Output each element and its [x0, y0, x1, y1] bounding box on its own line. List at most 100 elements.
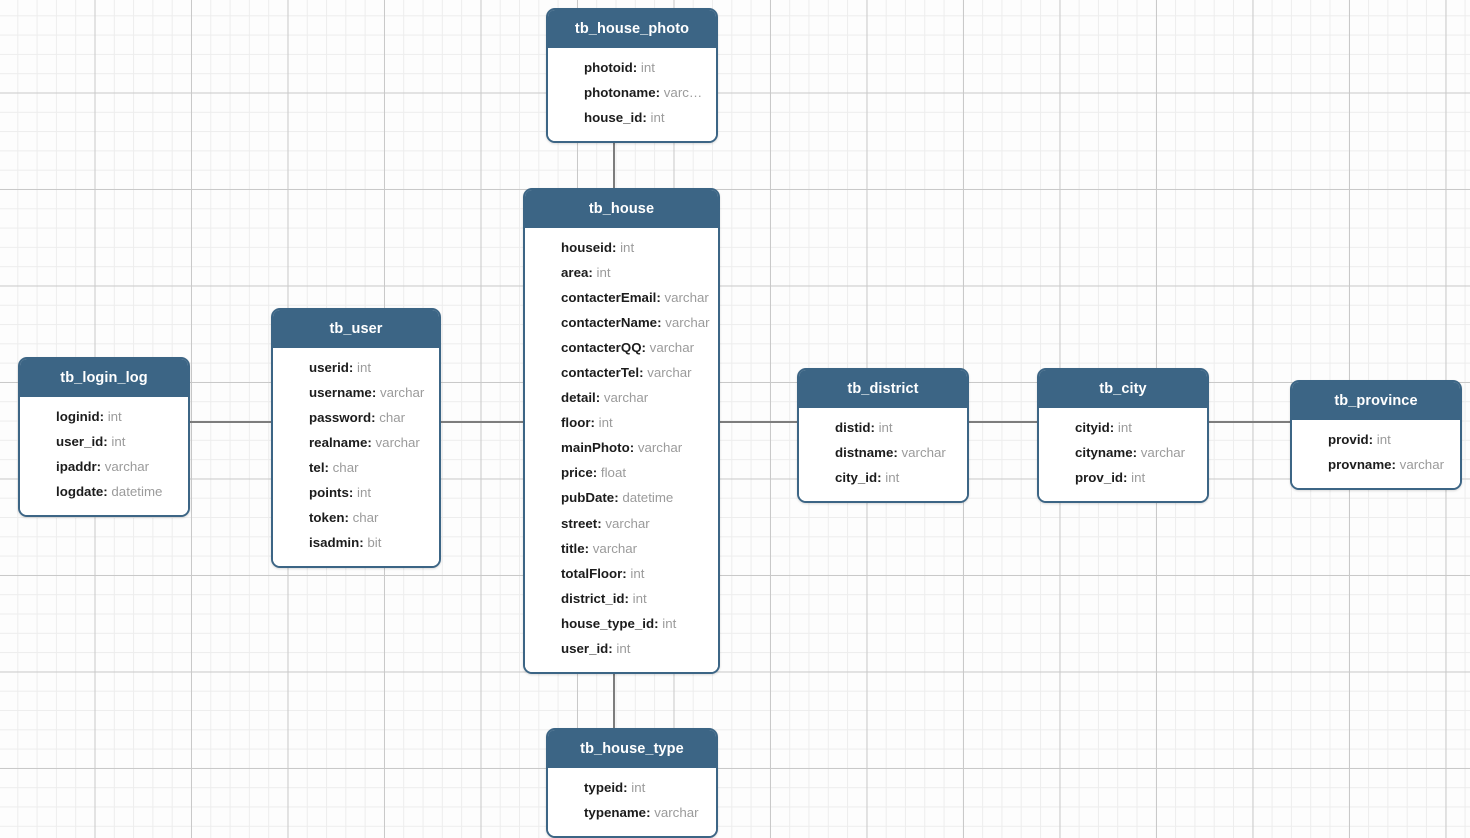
field-name: house_id:	[584, 109, 647, 125]
field-row[interactable]: floor: int	[531, 410, 712, 435]
field-row[interactable]: price: float	[531, 460, 712, 485]
field-type: varc…	[660, 84, 703, 100]
field-name: contacterTel:	[561, 364, 644, 380]
field-row[interactable]: cityname: varchar	[1045, 440, 1201, 465]
field-type: char	[375, 409, 406, 425]
field-type: int	[1114, 419, 1132, 435]
connector-user-to-house[interactable]	[440, 421, 524, 423]
field-row[interactable]: cityid: int	[1045, 415, 1201, 440]
field-row[interactable]: contacterName: varchar	[531, 310, 712, 335]
field-type: int	[874, 419, 893, 435]
field-row[interactable]: token: char	[279, 505, 433, 530]
field-row[interactable]: photoid: int	[554, 55, 710, 80]
field-row[interactable]: city_id: int	[805, 465, 961, 490]
field-row[interactable]: typename: varchar	[554, 800, 710, 825]
field-name: pubDate:	[561, 490, 619, 506]
field-name: totalFloor:	[561, 565, 627, 581]
field-type: varchar	[601, 515, 650, 531]
field-row[interactable]: tel: char	[279, 455, 433, 480]
field-name: realname:	[309, 434, 372, 450]
field-row[interactable]: loginid: int	[26, 404, 182, 429]
field-row[interactable]: typeid: int	[554, 775, 710, 800]
field-row[interactable]: isadmin: bit	[279, 530, 433, 555]
field-type: bit	[363, 535, 382, 551]
field-row[interactable]: house_id: int	[554, 105, 710, 130]
field-name: password:	[309, 409, 376, 425]
field-type: varchar	[634, 440, 683, 456]
entity-title-tb_user: tb_user	[273, 310, 439, 348]
field-row[interactable]: detail: varchar	[531, 385, 712, 410]
field-row[interactable]: area: int	[531, 260, 712, 285]
field-row[interactable]: user_id: int	[26, 429, 182, 454]
field-row[interactable]: userid: int	[279, 355, 433, 380]
field-name: street:	[561, 515, 602, 531]
field-row[interactable]: mainPhoto: varchar	[531, 435, 712, 460]
connector-login-log-to-user[interactable]	[189, 421, 272, 423]
field-name: cityid:	[1075, 419, 1115, 435]
field-row[interactable]: username: varchar	[279, 380, 433, 405]
field-type: int	[594, 415, 613, 431]
field-type: int	[626, 565, 645, 581]
connector-house-to-house-type[interactable]	[613, 665, 615, 729]
field-row[interactable]: provid: int	[1298, 427, 1454, 452]
field-name: price:	[561, 465, 598, 481]
connector-house-to-district[interactable]	[719, 421, 798, 423]
field-type: int	[627, 779, 646, 795]
field-row[interactable]: contacterQQ: varchar	[531, 335, 712, 360]
field-name: distname:	[835, 444, 898, 460]
field-type: varchar	[650, 804, 699, 820]
field-row[interactable]: title: varchar	[531, 536, 712, 561]
field-row[interactable]: street: varchar	[531, 511, 712, 536]
field-row[interactable]: user_id: int	[531, 636, 712, 661]
field-row[interactable]: house_type_id: int	[531, 611, 712, 636]
field-row[interactable]: pubDate: datetime	[531, 485, 712, 510]
connector-district-to-city[interactable]	[968, 421, 1038, 423]
field-row[interactable]: ipaddr: varchar	[26, 454, 182, 479]
field-row[interactable]: totalFloor: int	[531, 561, 712, 586]
field-name: tel:	[309, 459, 329, 475]
field-type: varchar	[660, 289, 709, 305]
field-name: house_type_id:	[561, 615, 659, 631]
field-row[interactable]: photoname: varc…	[554, 80, 710, 105]
connector-house-photo-to-house[interactable]	[613, 131, 615, 189]
field-row[interactable]: points: int	[279, 480, 433, 505]
field-name: provname:	[1328, 456, 1396, 472]
field-type: varchar	[1137, 444, 1186, 460]
field-name: photoid:	[584, 59, 638, 75]
field-row[interactable]: distname: varchar	[805, 440, 961, 465]
field-row[interactable]: prov_id: int	[1045, 465, 1201, 490]
field-row[interactable]: contacterTel: varchar	[531, 360, 712, 385]
field-row[interactable]: provname: varchar	[1298, 452, 1454, 477]
field-row[interactable]: logdate: datetime	[26, 479, 182, 504]
connector-city-to-province[interactable]	[1208, 421, 1291, 423]
field-name: prov_id:	[1075, 469, 1128, 485]
field-row[interactable]: password: char	[279, 405, 433, 430]
field-type: int	[616, 239, 635, 255]
field-name: cityname:	[1075, 444, 1138, 460]
field-row[interactable]: realname: varchar	[279, 430, 433, 455]
field-row[interactable]: district_id: int	[531, 586, 712, 611]
field-row[interactable]: contacterEmail: varchar	[531, 285, 712, 310]
field-type: int	[1373, 431, 1391, 447]
field-type: int	[107, 433, 126, 449]
field-name: username:	[309, 384, 377, 400]
field-type: varchar	[589, 540, 638, 556]
field-name: floor:	[561, 415, 595, 431]
field-type: datetime	[107, 483, 163, 499]
field-type: varchar	[661, 314, 710, 330]
field-row[interactable]: houseid: int	[531, 235, 712, 260]
field-row[interactable]: distid: int	[805, 415, 961, 440]
